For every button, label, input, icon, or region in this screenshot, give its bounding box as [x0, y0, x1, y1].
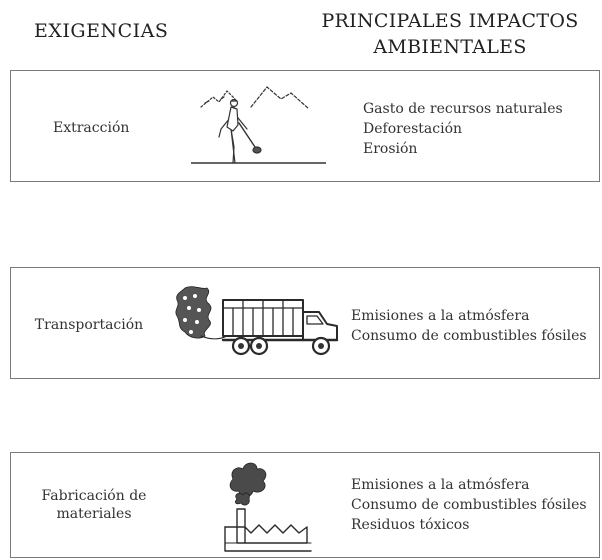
requirement-label: Transportación: [34, 317, 144, 333]
row-transportation: Transportación: [10, 267, 600, 379]
impact-item: Emisiones a la atmósfera: [351, 477, 530, 493]
impact-item: Erosión: [363, 141, 418, 157]
impacts-list: Gasto de recursos naturales Deforestació…: [363, 99, 563, 159]
impact-item: Consumo de combustibles fósiles: [351, 497, 587, 513]
miner-with-shovel-icon: [190, 77, 327, 169]
requirement-label-line1: Fabricación de: [41, 488, 147, 504]
row-extraction: Extracción Gasto de recursos naturales D…: [10, 70, 600, 182]
header-impacts: PRINCIPALES IMPACTOS AMBIENTALES: [300, 8, 600, 60]
requirement-label-line2: materiales: [56, 506, 132, 522]
row-manufacturing: Fabricación de materiales Emisiones a la…: [10, 452, 600, 558]
truck-with-exhaust-icon: [171, 286, 339, 358]
header-impacts-line1: PRINCIPALES IMPACTOS: [321, 10, 579, 32]
impact-item: Emisiones a la atmósfera: [351, 308, 530, 324]
header-impacts-line2: AMBIENTALES: [373, 36, 527, 58]
factory-with-smoke-icon: [211, 459, 316, 555]
impact-item: Gasto de recursos naturales: [363, 101, 563, 117]
impact-item: Consumo de combustibles fósiles: [351, 328, 587, 344]
requirement-label: Extracción: [53, 120, 130, 136]
impacts-list: Emisiones a la atmósfera Consumo de comb…: [351, 475, 587, 535]
impact-item: Deforestación: [363, 121, 463, 137]
requirement-label: Fabricación de materiales: [39, 487, 149, 523]
header-requirements: EXIGENCIAS: [34, 20, 169, 42]
impact-item: Residuos tóxicos: [351, 517, 470, 533]
impacts-list: Emisiones a la atmósfera Consumo de comb…: [351, 306, 587, 346]
